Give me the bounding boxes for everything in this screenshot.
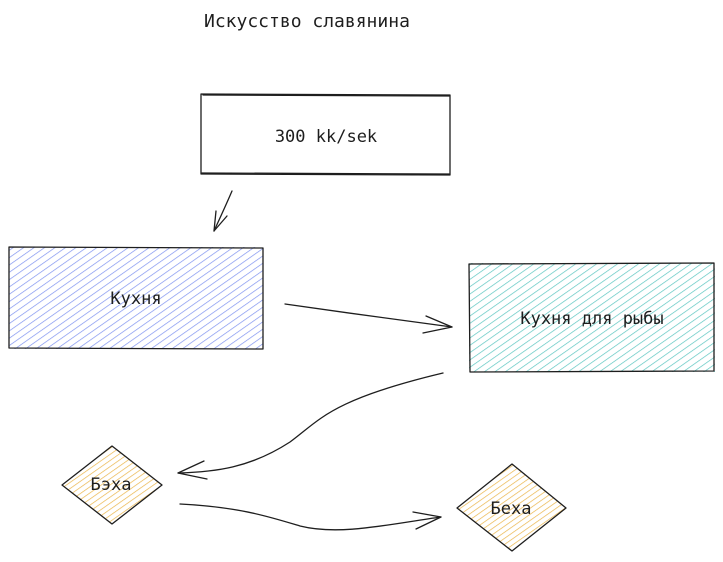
diagram-title: Искусство славянина bbox=[204, 11, 410, 32]
fish-kitchen-node[interactable]: Кухня для рыбы bbox=[468, 262, 715, 373]
rate-node[interactable]: 300 kk/sek bbox=[200, 93, 451, 176]
arrow-kitchen-to-fish-kitchen bbox=[284, 303, 453, 334]
arrow-beha-left-to-beha-right bbox=[179, 503, 442, 531]
kitchen-node-label: Кухня bbox=[110, 289, 161, 309]
beha-right-node-label: Беха bbox=[491, 499, 532, 519]
arrow-fish-kitchen-to-beha-left bbox=[177, 372, 444, 480]
beha-right-node[interactable]: Беха bbox=[456, 463, 567, 552]
rate-node-label: 300 kk/sek bbox=[275, 127, 377, 147]
beha-left-node[interactable]: Бэха bbox=[61, 445, 163, 525]
fish-kitchen-node-label: Кухня для рыбы bbox=[520, 309, 663, 329]
arrow-rate-to-kitchen bbox=[213, 190, 233, 232]
beha-left-node-label: Бэха bbox=[91, 475, 132, 495]
kitchen-node[interactable]: Кухня bbox=[8, 246, 264, 350]
